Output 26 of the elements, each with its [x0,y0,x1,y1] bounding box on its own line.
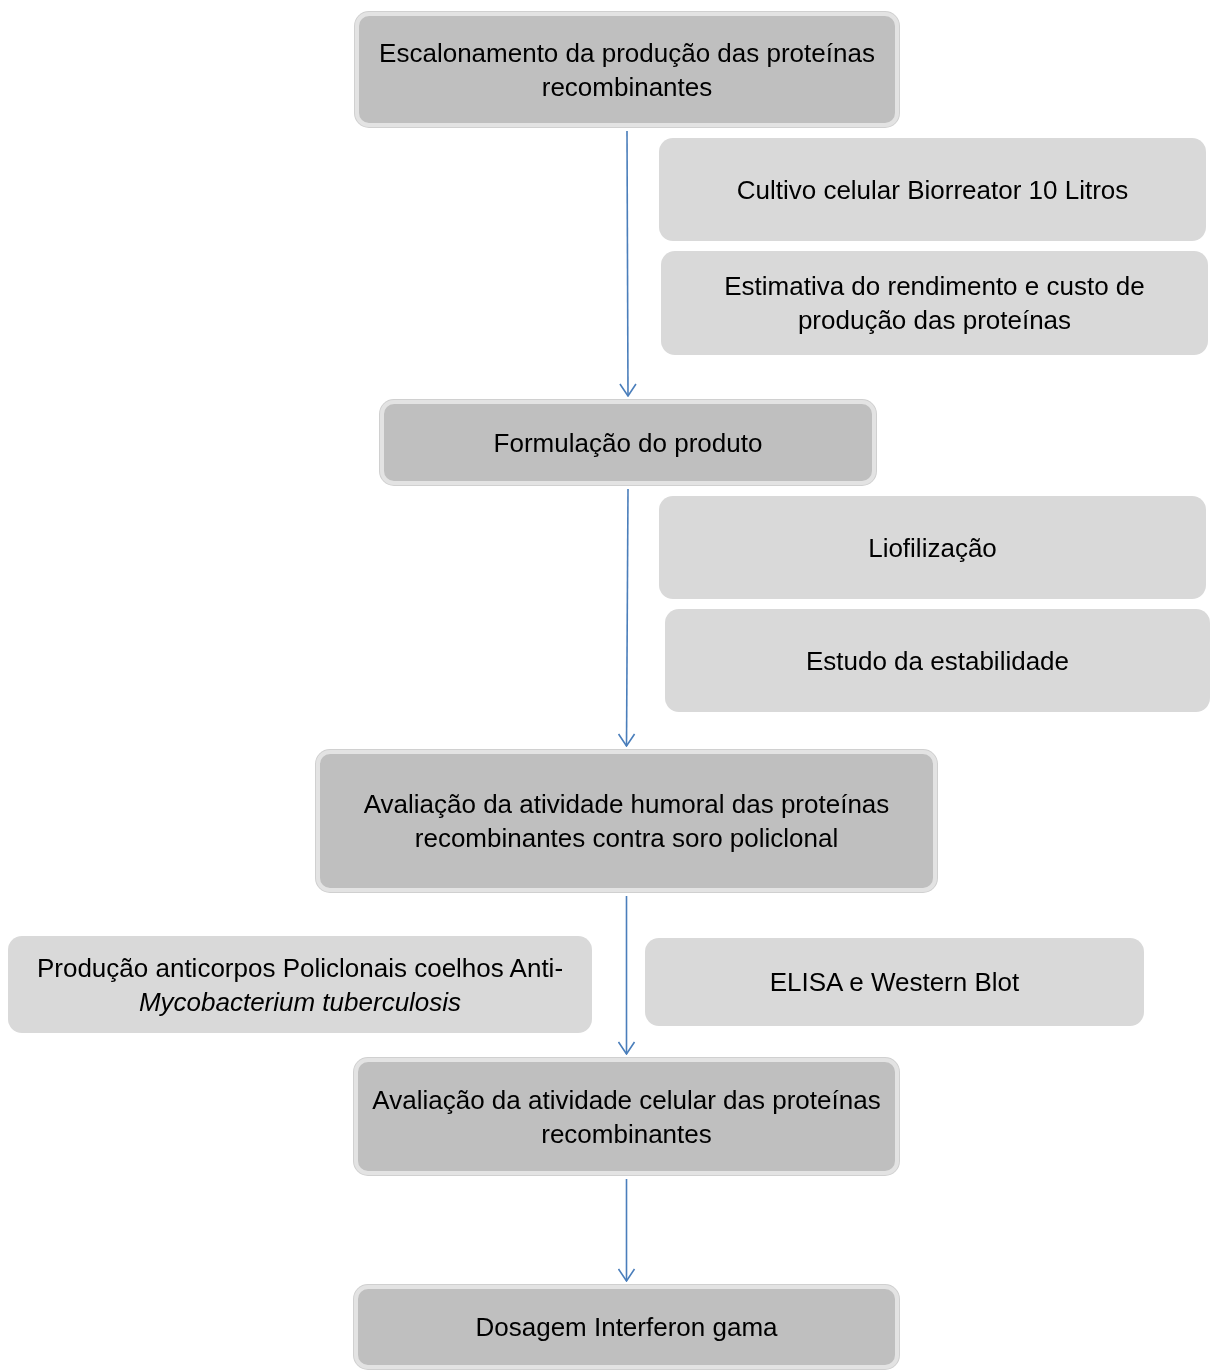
box-text: Estimativa do rendimento e custo de produção das proteínas [723,270,1146,337]
process-box [354,1058,899,1175]
arrow [617,1178,636,1282]
box-text: Avaliação da atividade humoral das proteínas recombinantes contra soro policlonal [362,788,891,855]
process-box [355,12,899,127]
box-text: Avaliação da atividade celular das proteínas recombinantes [372,1083,881,1151]
box-text: Escalonamento da produção das proteínas recombinantes [378,36,876,104]
arrow [619,130,637,397]
arrow [617,488,636,747]
process-box [316,750,937,892]
box-text: Produção anticorpos Policlonais coelhos Anti-Mycobacterium tuberculosis [35,951,565,1019]
detail-box [661,251,1208,355]
process-box [380,400,876,485]
box-text: Cultivo celular Biorreator 10 Litros [736,173,1129,207]
detail-box [665,609,1210,712]
box-text: ELISA e Western Blot [769,966,1020,999]
box-text: Estudo da estabilidade [805,644,1070,678]
box-text: Dosagem Interferon gama [475,1311,778,1344]
box-text: Formulação do produto [493,426,763,460]
detail-box [645,938,1144,1026]
detail-box [659,138,1206,241]
box-text: Liofilização [868,531,997,565]
process-box [354,1285,899,1369]
detail-box [659,496,1206,599]
detail-box [8,936,592,1033]
arrow [617,895,636,1055]
